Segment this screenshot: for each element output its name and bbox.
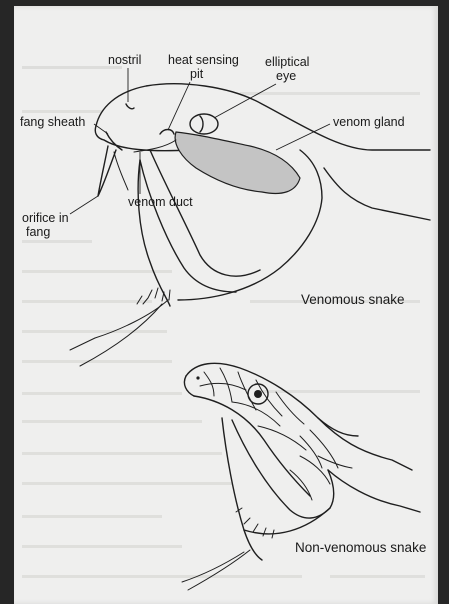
- leader-heat-pit: [168, 82, 190, 130]
- label-heat-pit-2: pit: [190, 67, 204, 81]
- label-venom-gland: venom gland: [333, 115, 405, 129]
- label-elliptical-2: eye: [276, 69, 296, 83]
- label-nostril: nostril: [108, 53, 141, 67]
- label-fang-sheath: fang sheath: [20, 115, 85, 129]
- caption-venomous: Venomous snake: [301, 292, 405, 307]
- label-orifice-2: fang: [26, 225, 50, 239]
- label-heat-pit-1: heat sensing: [168, 53, 239, 67]
- caption-nonvenomous: Non-venomous snake: [295, 540, 426, 555]
- nonvenomous-snake-drawing: [182, 363, 420, 590]
- label-orifice-1: orifice in: [22, 211, 69, 225]
- leader-orifice: [70, 196, 98, 214]
- leader-venom-gland: [276, 124, 330, 150]
- label-venom-duct: venom duct: [128, 195, 193, 209]
- label-elliptical-1: elliptical: [265, 55, 309, 69]
